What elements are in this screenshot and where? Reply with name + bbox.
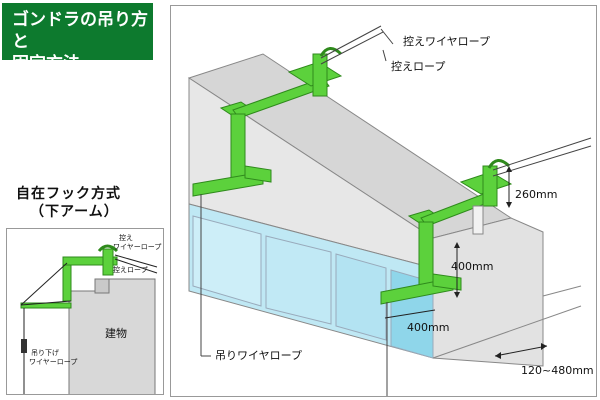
side-holding-wire-line2: ワイヤーロープ bbox=[113, 243, 161, 251]
arm-bottom bbox=[20, 302, 72, 309]
dim-400-horizontal-label: 400mm bbox=[407, 321, 449, 334]
holding-rope-label: 控えロープ bbox=[391, 59, 445, 73]
parapet-shape bbox=[94, 278, 110, 294]
holding-rope bbox=[114, 258, 158, 274]
main-diagram: 控えワイヤロープ 控えロープ 吊りワイヤロープ 260mm 400mm 400m… bbox=[170, 5, 597, 397]
right-arm bbox=[380, 159, 513, 305]
holding-wire bbox=[114, 254, 158, 268]
title-line2: 固定方法 bbox=[12, 54, 80, 74]
holding-wire-label: 控えワイヤロープ bbox=[403, 34, 490, 48]
hook-post bbox=[102, 248, 114, 276]
side-building-label: 建物 bbox=[105, 326, 127, 340]
building-side bbox=[432, 217, 544, 367]
brace-wire bbox=[20, 262, 68, 306]
hook-curve bbox=[97, 244, 119, 253]
arm-top bbox=[62, 256, 118, 266]
dim-260-label: 260mm bbox=[515, 188, 557, 201]
holding-wire-right bbox=[492, 137, 592, 171]
method-subtitle: （下アーム） bbox=[30, 204, 119, 220]
side-view-diagram: 控え ワイヤーロープ 控えロープ 建物 吊り下げ ワイヤーロープ bbox=[6, 228, 164, 395]
hanging-wire-label: 吊りワイヤロープ bbox=[215, 349, 302, 362]
side-holding-rope-label: 控えロープ bbox=[113, 265, 148, 274]
side-hanging-line2: ワイヤーロープ bbox=[29, 358, 77, 366]
method-title: 自在フック方式 bbox=[16, 186, 121, 202]
dim-range-label: 120~480mm bbox=[521, 364, 594, 377]
holding-wire-left bbox=[320, 25, 382, 59]
title-line1: ゴンドラの吊り方と bbox=[12, 10, 148, 52]
title-box: ゴンドラの吊り方と 固定方法 bbox=[2, 3, 153, 74]
side-hanging-line1: 吊り下げ bbox=[31, 348, 59, 357]
side-holding-wire-line1: 控え bbox=[119, 233, 133, 242]
left-arm bbox=[192, 47, 343, 197]
main-diagram-svg: 控えワイヤロープ 控えロープ 吊りワイヤロープ 260mm 400mm 400m… bbox=[187, 25, 594, 396]
side-view-svg: 控え ワイヤーロープ 控えロープ 建物 吊り下げ ワイヤーロープ bbox=[20, 233, 161, 394]
wire-clamp bbox=[21, 339, 27, 353]
dim-400-vertical-label: 400mm bbox=[451, 260, 493, 273]
